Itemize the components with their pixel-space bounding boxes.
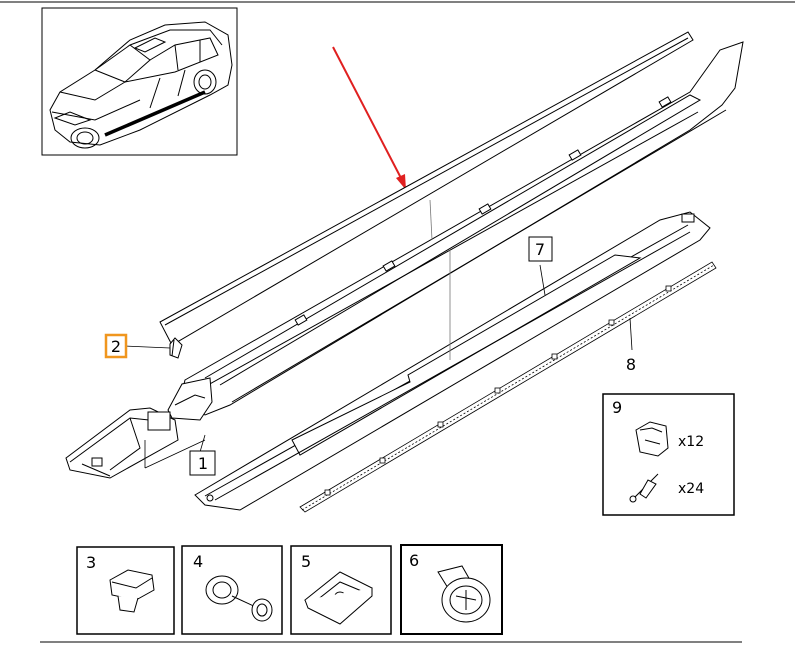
callout-8-label[interactable]: 8: [626, 355, 636, 374]
push-rivet-icon: [205, 575, 273, 622]
kit-9-qty-rivet: x24: [678, 481, 704, 497]
callout-1-label: 1: [198, 454, 208, 473]
part-box-3[interactable]: 3: [76, 546, 175, 635]
sill-front-end-piece: [65, 407, 179, 479]
callout-7[interactable]: 7: [528, 236, 553, 262]
clip-rail: [299, 261, 717, 513]
part-box-6[interactable]: 6: [400, 544, 503, 635]
part-6-label: 6: [409, 551, 419, 570]
kit-9-qty-clip: x12: [678, 434, 704, 450]
screw-clip-icon: [437, 565, 491, 623]
part-5-label: 5: [301, 552, 311, 571]
part-box-5[interactable]: 5: [290, 545, 392, 635]
spring-clip-icon: [635, 421, 669, 457]
leader-lines: [124, 199, 633, 469]
rivet-icon: [629, 473, 659, 503]
callout-7-label: 7: [535, 240, 545, 259]
kit-9-label: 9: [612, 398, 622, 417]
part-box-4[interactable]: 4: [181, 545, 283, 635]
vehicle-thumbnail: [41, 7, 238, 156]
sill-trim-strip: [159, 31, 694, 359]
kit-box-9[interactable]: 9 x12 x24: [602, 393, 735, 516]
speed-nut-icon: [304, 571, 373, 625]
plastic-clip-icon: [109, 569, 155, 613]
part-4-label: 4: [193, 552, 203, 571]
sill-cover-main: [167, 41, 744, 421]
callout-2[interactable]: 2: [104, 333, 128, 359]
part-3-label: 3: [86, 553, 96, 572]
callout-1[interactable]: 1: [189, 450, 216, 476]
lower-sill-panel: [194, 211, 711, 511]
indicator-arrow: [332, 46, 406, 190]
callout-2-label: 2: [111, 337, 121, 356]
